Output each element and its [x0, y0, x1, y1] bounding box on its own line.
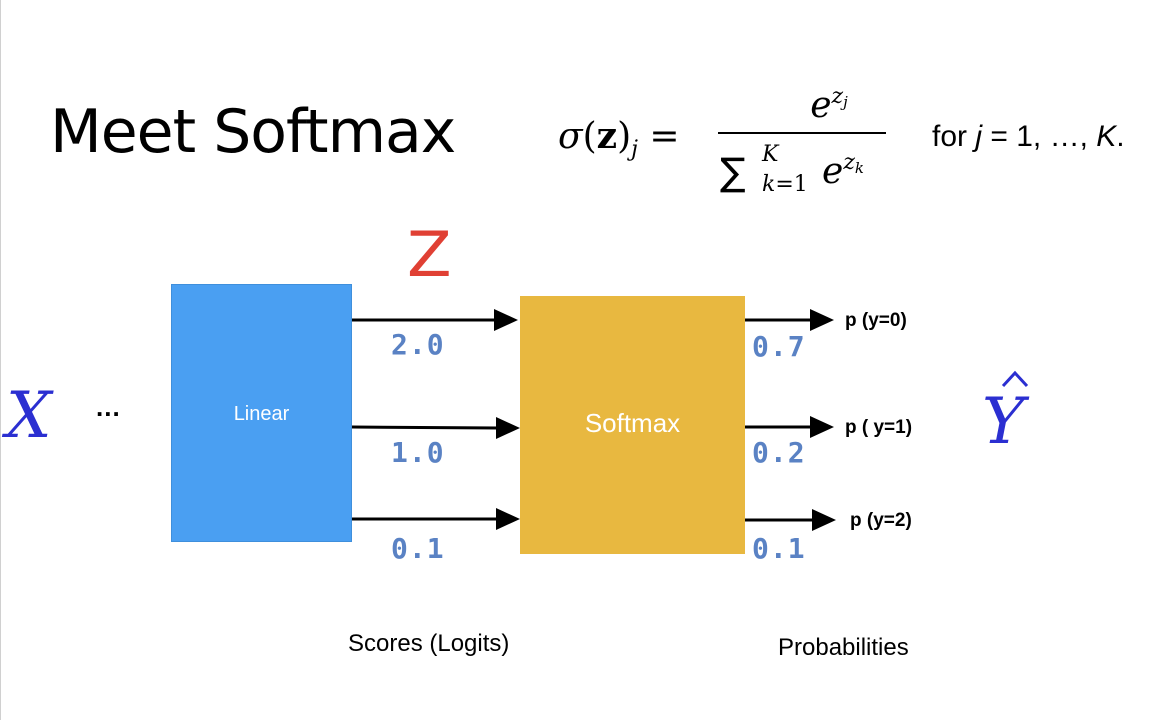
z-label: Z	[406, 218, 452, 291]
y-hat-mark	[1001, 370, 1029, 388]
logit-value: 0.1	[391, 532, 445, 565]
linear-box: Linear	[171, 284, 352, 542]
probabilities-caption: Probabilities	[778, 634, 909, 661]
page-title: Meet Softmax	[50, 97, 456, 167]
input-x-symbol: X	[6, 379, 52, 453]
probability-value: 0.1	[752, 532, 806, 565]
ellipsis: ...	[96, 392, 121, 422]
logit-arrowhead-1	[494, 309, 518, 331]
prob-label-y2: p (y=2)	[850, 510, 912, 531]
probability-value: 0.2	[752, 436, 806, 469]
logit-arrow-2	[351, 425, 499, 430]
softmax-formula: σ(z)j = ezj ∑ K k=1 ezk for j = 1, …, K.	[556, 84, 1156, 214]
prob-arrowhead-1	[810, 309, 834, 331]
logit-value: 1.0	[391, 436, 445, 469]
scores-caption: Scores (Logits)	[348, 630, 510, 657]
output-y-hat-symbol: Y	[982, 385, 1025, 459]
formula-numerator: ezj	[810, 84, 848, 126]
logit-value: 2.0	[391, 328, 445, 361]
prob-label-y1: p ( y=1)	[845, 417, 913, 438]
formula-denominator: ∑ K k=1 ezk	[720, 142, 864, 197]
page-edge	[0, 0, 1, 720]
linear-label: Linear	[233, 403, 290, 425]
probability-value: 0.7	[752, 330, 806, 363]
formula-lhs: σ(z)j =	[558, 115, 680, 162]
fraction-bar	[718, 132, 886, 134]
softmax-label: Softmax	[584, 408, 681, 438]
formula-range: for j = 1, …, K.	[932, 120, 1125, 153]
logit-arrowhead-2	[496, 417, 520, 439]
logit-arrowhead-3	[496, 508, 520, 530]
prob-arrowhead-3	[812, 509, 836, 531]
softmax-box: Softmax	[520, 296, 745, 554]
prob-arrowhead-2	[810, 416, 834, 438]
prob-label-y0: p (y=0)	[845, 310, 907, 331]
